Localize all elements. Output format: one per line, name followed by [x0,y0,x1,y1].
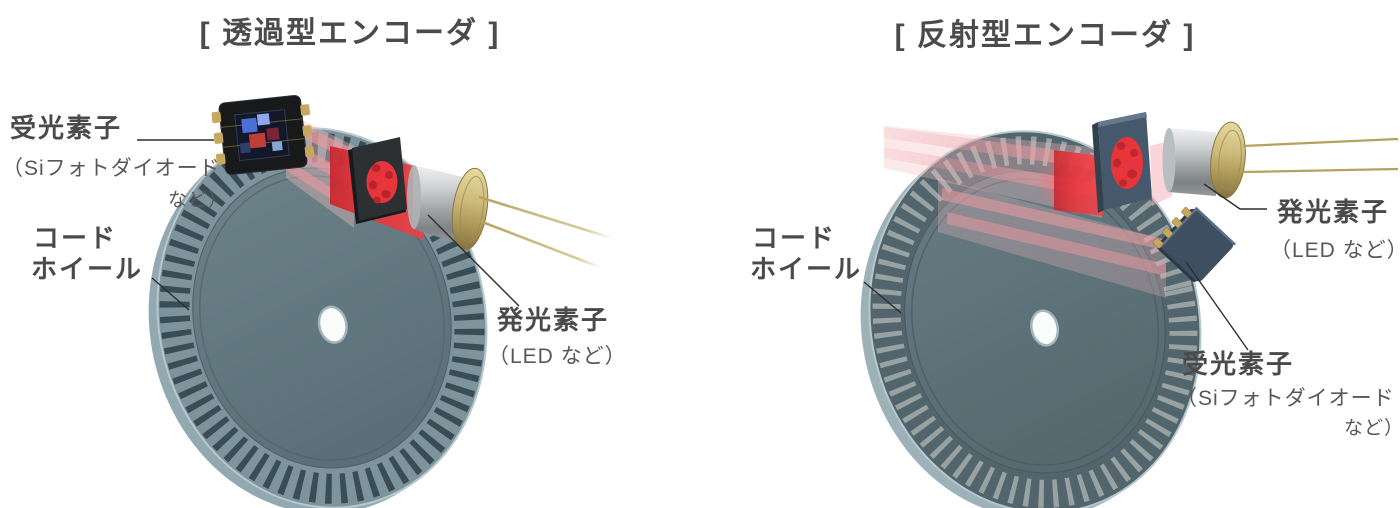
chip-pin [1171,217,1183,228]
wheel-hub-hole-left [317,305,348,344]
wheel-reflective-bars [872,136,1198,508]
chip-pin [1152,237,1164,249]
led-lead-wire [1242,137,1399,148]
chip-pin [1162,227,1173,239]
transmissive-encoder-figure [137,95,613,508]
label-wheel-line1-left: コード [33,223,118,253]
led-beam-right [1054,150,1103,216]
wheel-hub-hole-right [1030,309,1060,347]
chip-pin [302,125,313,137]
reflective-encoder-figure [860,112,1399,508]
chip-pin [304,145,315,158]
led-can-left [413,165,463,245]
photodetector-chip-left [211,95,315,175]
aperture-plate-right [1092,112,1152,213]
chip-pin [300,104,310,116]
chip-pin [213,132,224,144]
label-emitter-left: 発光素子 [497,305,610,335]
photodetector-chip-right [1152,206,1237,282]
led-lead-wire [1243,167,1399,174]
label-emitter-sub-left: （LED など） [488,345,627,368]
led-right [1162,121,1399,199]
label-emitter-sub-right: （LED など） [1270,239,1400,262]
left-panel-title: [ 透過型エンコーダ ] [199,17,501,50]
label-wheel-line2-right: ホイール [750,254,863,284]
chip-pin [215,153,226,165]
aperture-plate-left [348,137,407,224]
right-panel-title: [ 反射型エンコーダ ] [894,19,1196,52]
leader-wheel-right [863,281,902,314]
led-lead-wire [478,195,613,240]
label-receiver-left: 受光素子 [10,113,123,143]
label-receiver-sub2-right: など） [1344,418,1400,439]
label-wheel-line1-right: コード [752,223,837,253]
leader-emitter-right [1203,183,1267,210]
chip-pin [211,111,222,124]
reflected-beam [938,178,1166,298]
label-receiver-sub1-right: （Siフォトダイオード [1176,387,1395,410]
label-receiver-right: 受光素子 [1182,349,1295,379]
label-emitter-right: 発光素子 [1277,197,1390,227]
leader-wheel-left [151,277,190,311]
led-can-right [1168,128,1216,196]
label-receiver-sub2-left: など） [168,190,229,211]
label-receiver-sub1-left: （Siフォトダイオード [2,157,221,180]
leader-emitter-left [427,214,520,307]
chip-pin [1181,207,1192,218]
leader-receiver-right [1185,261,1249,351]
label-wheel-line2-left: ホイール [31,254,144,284]
led-lead-wire [476,218,603,270]
led-left [407,165,613,270]
